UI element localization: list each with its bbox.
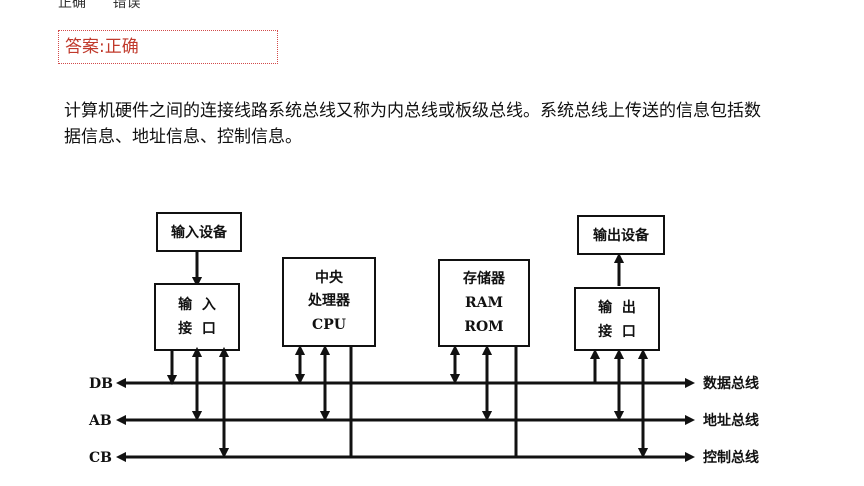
- bus-label-db: DB: [89, 376, 113, 392]
- output-interface-label-1: 输 出: [598, 299, 636, 316]
- input-interface-label-1: 输 入: [178, 296, 216, 313]
- input-device-box: [156, 212, 242, 252]
- output-interface-label-2: 接 口: [598, 323, 636, 340]
- explanation-text: 计算机硬件之间的连接线路系统总线又称为内总线或板级总线。系统总线上传送的信息包括…: [64, 101, 761, 147]
- cpu-box: [282, 257, 376, 347]
- answer-box: 答案:正确: [58, 30, 278, 64]
- bus-label-address: 地址总线: [703, 412, 759, 429]
- cpu-label-2: 处理器: [307, 292, 351, 309]
- bus-label-data: 数据总线: [703, 375, 759, 392]
- option-wrong[interactable]: 错误: [112, 0, 141, 11]
- memory-label-1: 存储器: [463, 270, 506, 287]
- answer-options: 正确 错误: [58, 0, 162, 12]
- memory-label-3: ROM: [464, 319, 503, 335]
- bus-label-ab: AB: [88, 413, 112, 429]
- input-interface-label-2: 接 口: [178, 320, 216, 337]
- bus-label-cb: CB: [89, 450, 112, 466]
- answer-text: 答案:正确: [65, 37, 139, 57]
- option-correct[interactable]: 正确: [58, 0, 86, 11]
- memory-label-2: RAM: [465, 295, 503, 311]
- output-device-label: 输出设备: [593, 227, 650, 244]
- memory-box: [438, 259, 530, 347]
- bus-label-control: 控制总线: [703, 449, 759, 466]
- input-device-label: 输入设备: [171, 224, 228, 241]
- output-interface-box: [574, 287, 660, 351]
- cpu-label-1: 中央: [315, 269, 344, 286]
- input-interface-box: [154, 283, 240, 351]
- cpu-label-3: CPU: [312, 317, 346, 333]
- output-device-box: [577, 215, 665, 255]
